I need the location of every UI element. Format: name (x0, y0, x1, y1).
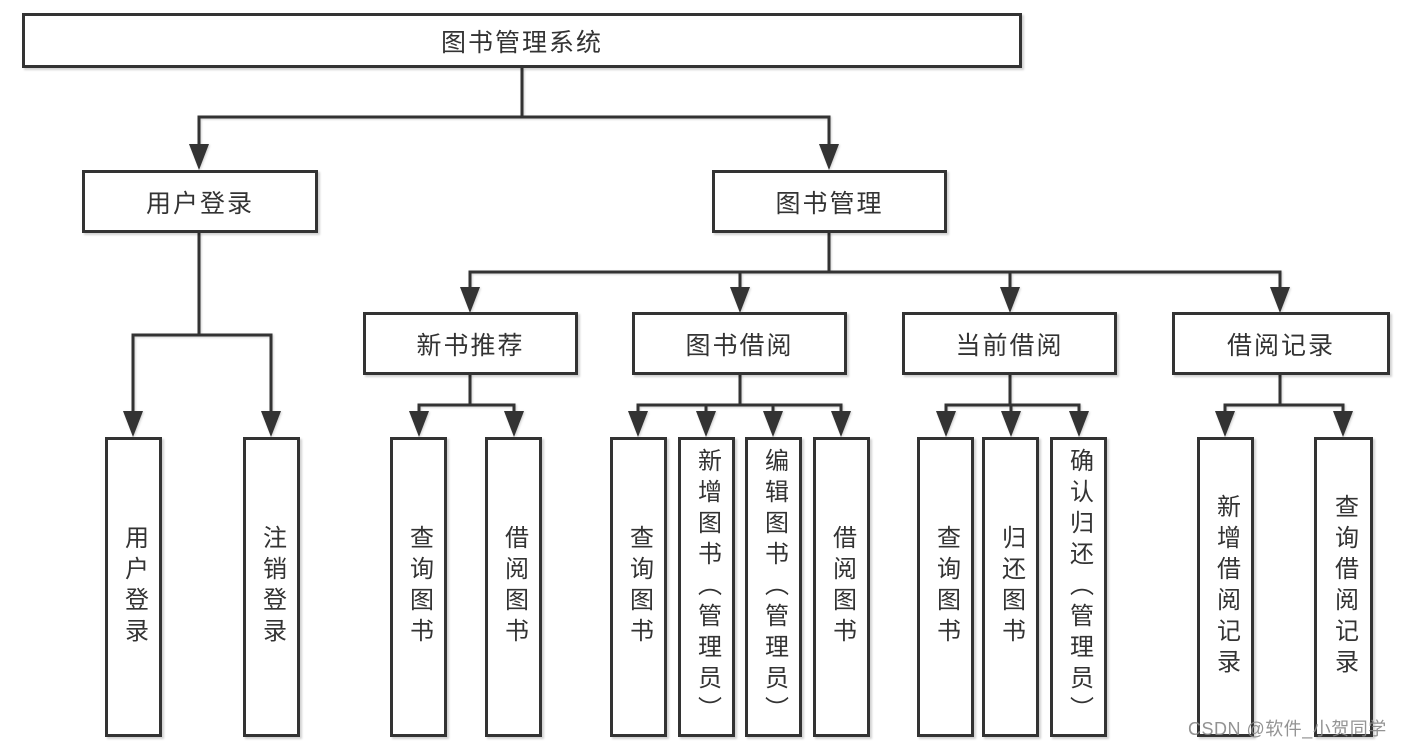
node-new-book-recommend: 新书推荐 (363, 312, 578, 375)
leaf-label: 查询借阅记录 (1330, 494, 1358, 680)
leaf-borrow-query-books: 查询图书 (610, 437, 667, 737)
leaf-label: 新增借阅记录 (1212, 494, 1240, 680)
leaf-label: 新增图书（管理员） (693, 447, 721, 727)
node-library-system: 图书管理系统 (22, 13, 1022, 68)
leaf-label: 编辑图书（管理员） (760, 447, 788, 727)
leaf-newbook-query-books: 查询图书 (390, 437, 447, 737)
leaf-records-add-record: 新增借阅记录 (1197, 437, 1254, 737)
csdn-watermark: CSDN @软件_小贺同学 (1188, 719, 1387, 739)
leaf-label: 查询图书 (405, 525, 433, 649)
leaf-label: 查询图书 (625, 525, 653, 649)
leaf-logout: 注销登录 (243, 437, 300, 737)
leaf-user-login: 用户登录 (105, 437, 162, 737)
leaf-current-query-books: 查询图书 (917, 437, 974, 737)
leaf-records-query-record: 查询借阅记录 (1314, 437, 1373, 737)
leaf-label: 借阅图书 (500, 525, 528, 649)
node-borrow-records: 借阅记录 (1172, 312, 1390, 375)
node-user-login: 用户登录 (82, 170, 318, 233)
node-current-borrow: 当前借阅 (902, 312, 1117, 375)
leaf-current-return-books: 归还图书 (982, 437, 1039, 737)
leaf-label: 查询图书 (932, 525, 960, 649)
leaf-label: 确认归还（管理员） (1065, 447, 1093, 727)
leaf-borrow-borrow-books: 借阅图书 (813, 437, 870, 737)
node-book-management: 图书管理 (712, 170, 947, 233)
leaf-label: 归还图书 (997, 525, 1025, 649)
leaf-borrow-edit-books-admin: 编辑图书（管理员） (745, 437, 802, 737)
leaf-borrow-add-books-admin: 新增图书（管理员） (678, 437, 735, 737)
leaf-label: 用户登录 (120, 525, 148, 649)
connector-arrowheads (123, 144, 1353, 437)
leaf-label: 借阅图书 (828, 525, 856, 649)
leaf-current-confirm-return-admin: 确认归还（管理员） (1050, 437, 1107, 737)
leaf-label: 注销登录 (258, 525, 286, 649)
leaf-newbook-borrow-books: 借阅图书 (485, 437, 542, 737)
node-book-borrow: 图书借阅 (632, 312, 847, 375)
